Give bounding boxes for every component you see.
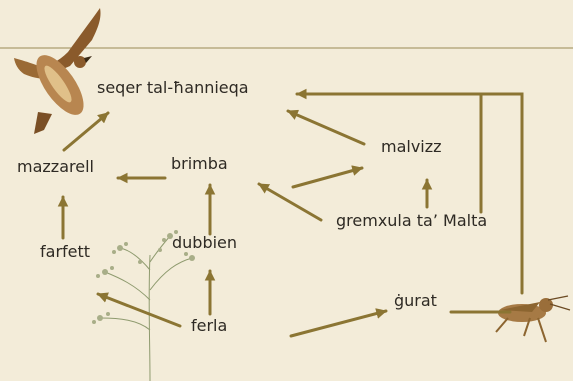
node-ferla: ferla [191,316,227,335]
arrow-gurat-to-hawk [297,94,522,293]
node-brimba: brimba [171,154,228,173]
node-gurat: ġurat [394,291,437,310]
arrow-malvizz-to-hawk [288,111,364,144]
node-gremxula: gremxula ta’ Malta [336,211,487,230]
arrow-gremxula-to-brimba [259,184,321,220]
node-farfett: farfett [40,242,90,261]
arrow-brimba-to-malvizz [293,168,362,187]
node-malvizz: malvizz [381,137,442,156]
node-dubbien: dubbien [172,233,237,252]
node-hawk: seqer tal-ħannieqa [97,78,249,97]
hawk-picture [14,8,101,134]
grasshopper-picture [496,296,570,342]
arrow-mazzarell-to-hawk [64,113,108,150]
fennel-plant-picture [92,230,195,381]
arrow-ferla-to-farfett [98,294,180,326]
node-mazzarell: mazzarell [17,157,94,176]
arrow-ferla-to-gurat [291,311,386,336]
